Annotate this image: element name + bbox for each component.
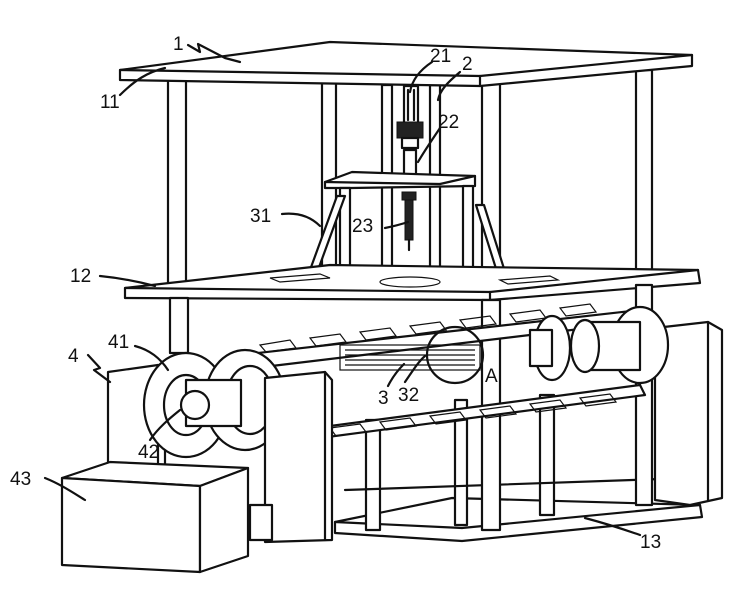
label-11: 11 — [100, 92, 120, 113]
leader-lines — [43, 42, 642, 537]
label-42: 42 — [138, 442, 159, 463]
right-rollers — [528, 305, 670, 385]
label-43: 43 — [10, 469, 31, 490]
front-post — [248, 370, 334, 544]
right-housing — [653, 320, 724, 507]
label-2: 2 — [462, 54, 473, 75]
punch-23 — [401, 191, 417, 252]
label-4: 4 — [68, 346, 79, 367]
pressing-plate — [323, 170, 477, 280]
reference-labels: 1 11 21 2 22 31 23 12 4 41 3 32 A 42 43 … — [10, 34, 661, 553]
upper-pillars — [166, 68, 654, 299]
detail-circle-A — [425, 325, 485, 385]
label-A: A — [485, 366, 498, 387]
label-22: 22 — [438, 112, 459, 133]
label-13: 13 — [640, 532, 661, 553]
middle-plate-12 — [123, 263, 702, 302]
label-31: 31 — [250, 206, 271, 227]
top-plate-11 — [118, 40, 694, 88]
base-plate-13 — [333, 496, 704, 543]
label-12: 12 — [70, 266, 91, 287]
rollers-41 — [142, 348, 287, 459]
label-32: 32 — [398, 385, 419, 406]
box-43 — [60, 460, 250, 574]
label-1: 1 — [173, 34, 184, 55]
lower-frame — [343, 393, 692, 532]
label-23: 23 — [352, 216, 373, 237]
cylinder-21 — [396, 84, 424, 180]
label-21: 21 — [430, 46, 451, 67]
label-3: 3 — [378, 388, 389, 409]
links-31 — [308, 194, 508, 277]
label-41: 41 — [108, 332, 129, 353]
